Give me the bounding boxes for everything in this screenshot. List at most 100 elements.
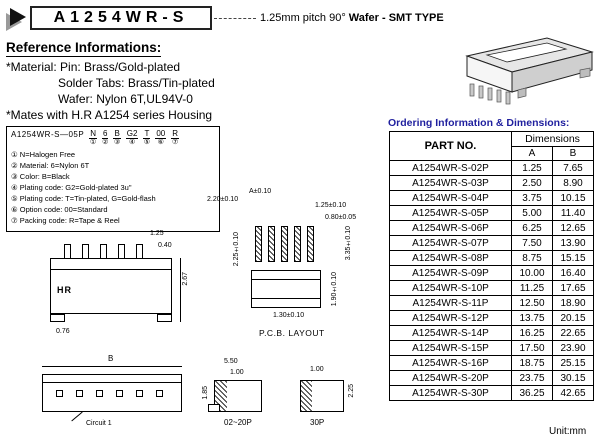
dim-a-cell: 6.25 — [511, 220, 553, 236]
pcb-pad — [294, 226, 301, 262]
table-header: PART NO. Dimensions A B — [389, 131, 594, 161]
front-pin — [100, 244, 107, 259]
bottom-contact — [76, 390, 83, 397]
pcb-layout-label: P.C.B. LAYOUT — [259, 328, 325, 338]
dim-b-cell: 7.65 — [552, 160, 594, 176]
part-no-cell: A1254WR-S-10P — [389, 280, 512, 296]
title-divider-line — [214, 18, 256, 19]
reference-line-wafer: Wafer: Nylon 6T,UL94V-0 — [58, 92, 193, 106]
bottom-body-line — [43, 382, 181, 383]
code-value: 00 — [155, 129, 167, 139]
code-number: ⑦ — [172, 139, 179, 146]
dim-label-190: 1.90±0.10 — [331, 272, 338, 307]
code-number: ① — [89, 139, 97, 146]
code-number: ③ — [113, 139, 121, 146]
table-title: Ordering Information & Dimensions: — [388, 117, 570, 129]
bottom-contact — [136, 390, 143, 397]
part-no-cell: A1254WR-S-30P — [389, 385, 512, 401]
connector-3d-image — [465, 37, 594, 105]
profile-hatch — [301, 381, 312, 411]
code-number: ⑤ — [143, 139, 151, 146]
code-value: G2 — [125, 129, 139, 139]
dim-a-cell: 5.00 — [511, 205, 553, 221]
part-no-cell: A1254WR-S-03P — [389, 175, 512, 191]
subtitle-type-text: Wafer - SMT TYPE — [348, 12, 444, 24]
part-no-cell: A1254WR-S-07P — [389, 235, 512, 251]
part-no-cell: A1254WR-S-08P — [389, 250, 512, 266]
legend-item-option: ⑥ Option code: 00=Standard — [11, 205, 108, 214]
dim-label-b: B — [108, 354, 114, 363]
part-no-cell: A1254WR-S-20P — [389, 370, 512, 386]
dim-label-225: 2.25±0.10 — [233, 232, 240, 267]
dim-line-b — [42, 366, 182, 367]
part-no-cell: A1254WR-S-15P — [389, 340, 512, 356]
code-value: R — [171, 129, 180, 139]
dim-b-cell: 12.65 — [552, 220, 594, 236]
dim-label-pad-height: 2.20±0.10 — [207, 196, 239, 203]
dim-a-cell: 7.50 — [511, 235, 553, 251]
dim-b-cell: 23.90 — [552, 340, 594, 356]
part-no-cell: A1254WR-S-14P — [389, 325, 512, 341]
front-pin — [118, 244, 125, 259]
profile-30p-drawing: 1.00 2.25 30P — [288, 358, 368, 436]
front-pin — [64, 244, 71, 259]
bottom-contact — [56, 390, 63, 397]
code-number: ② — [102, 139, 109, 146]
subtitle: 1.25mm pitch 90° Wafer - SMT TYPE — [260, 12, 444, 24]
legend-part-number: A1254WR-S—05P — [11, 130, 85, 139]
profile-hatch — [215, 381, 227, 411]
dim-b-cell: 15.15 — [552, 250, 594, 266]
profile-02-20p-drawing: 5.50 1.00 1.85 02~20P — [198, 358, 284, 436]
brand-logo-icon — [10, 8, 26, 26]
pcb-pad — [307, 226, 314, 262]
dim-label-foot: 0.76 — [56, 328, 70, 335]
footprint-line — [252, 279, 320, 280]
dim-b-cell: 30.15 — [552, 370, 594, 386]
col-header-part-no: PART NO. — [389, 131, 512, 161]
dim-label-height: 2.67 — [182, 272, 189, 286]
dim-label-pad-width: 0.80±0.05 — [325, 214, 357, 221]
dim-b-cell: 11.40 — [552, 205, 594, 221]
dim-b-cell: 20.15 — [552, 310, 594, 326]
legend-item-color: ③ Color: B=Black — [11, 172, 70, 181]
front-body-line — [51, 269, 171, 270]
part-no-cell: A1254WR-S-11P — [389, 295, 512, 311]
table-header-row-1: PART NO. Dimensions — [389, 131, 594, 161]
page-title: A1254WR-S — [53, 9, 189, 26]
dim-label-pin-width: 0.40 — [158, 242, 172, 249]
legend-item-halogen: ① N=Halogen Free — [11, 150, 76, 159]
dim-a-cell: 1.25 — [511, 160, 553, 176]
dim-label-span-a: A±0.10 — [249, 188, 272, 195]
pcb-pad — [268, 226, 275, 262]
pcb-footprint — [251, 270, 321, 308]
part-no-cell: A1254WR-S-06P — [389, 220, 512, 236]
dim-b-cell: 16.40 — [552, 265, 594, 281]
bottom-contact — [116, 390, 123, 397]
legend-item-material: ② Material: 6=Nylon 6T — [11, 161, 90, 170]
part-no-cell: A1254WR-S-12P — [389, 310, 512, 326]
code-number: ⑥ — [157, 139, 164, 146]
bottom-view-drawing: B Circuit 1 — [36, 352, 188, 438]
profile-shape — [300, 380, 344, 412]
dim-a-cell: 12.50 — [511, 295, 553, 311]
dim-a-cell: 23.75 — [511, 370, 553, 386]
dim-label-225: 2.25 — [348, 384, 355, 398]
